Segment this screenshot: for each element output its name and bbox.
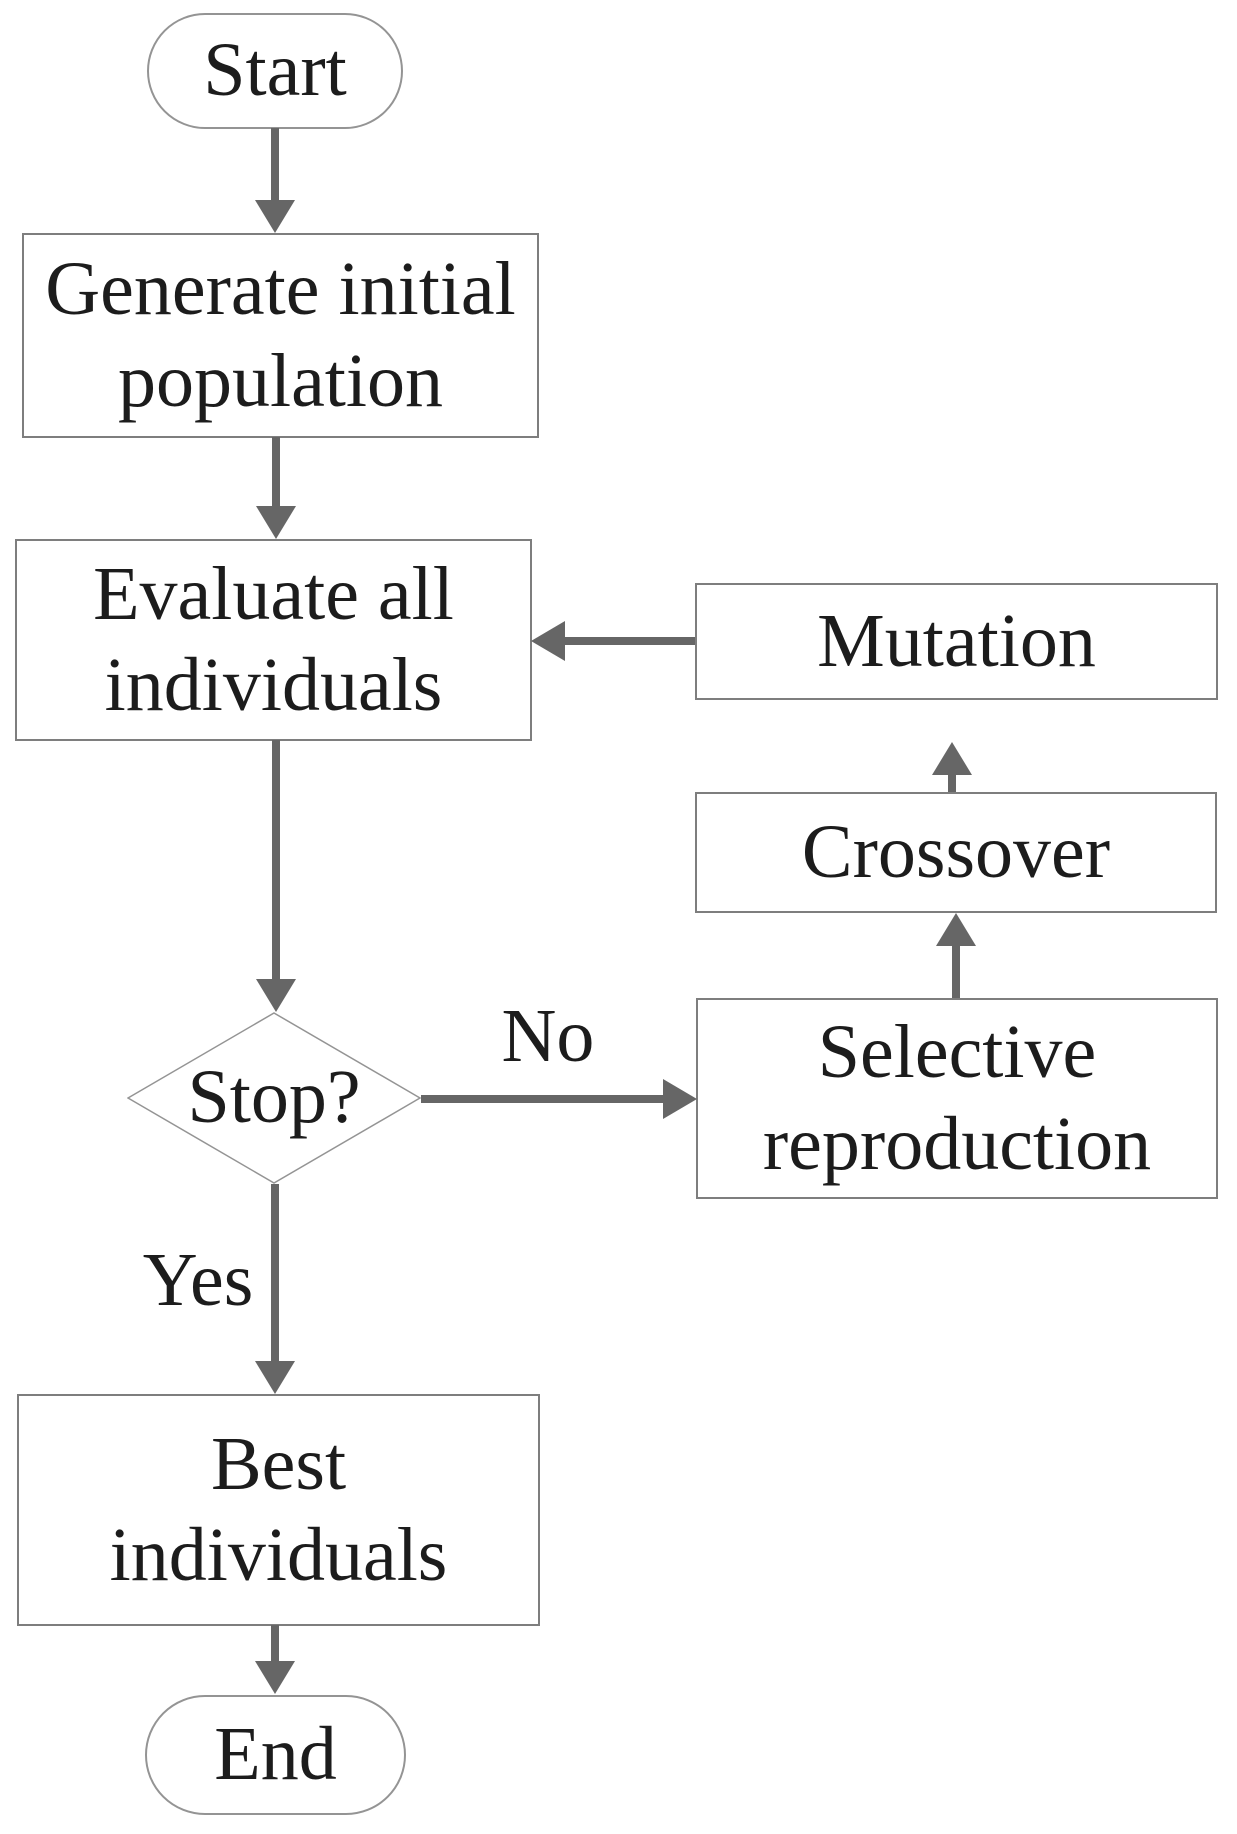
arrow-best-to-end-head xyxy=(255,1661,295,1694)
arrow-selective-to-crossover-shaft xyxy=(952,942,960,998)
node-stop-label: Stop? xyxy=(187,1055,361,1140)
edge-label-yes: Yes xyxy=(142,1238,254,1322)
node-evaluate-label-line1: Evaluate all xyxy=(93,551,454,636)
node-selective-reproduction: Selective reproduction xyxy=(696,998,1218,1199)
node-selective-label-line1: Selective xyxy=(817,1010,1097,1095)
node-start: Start xyxy=(147,13,403,129)
arrow-stop-yes-shaft xyxy=(271,1184,279,1364)
arrow-mutation-to-evaluate-head xyxy=(531,621,565,661)
arrow-crossover-to-mutation-shaft xyxy=(948,772,956,792)
arrow-selective-to-crossover-head xyxy=(936,913,976,946)
arrow-stop-yes-head xyxy=(255,1361,295,1394)
node-start-label: Start xyxy=(203,28,347,113)
node-mutation: Mutation xyxy=(695,583,1218,700)
node-best-individuals: Best individuals xyxy=(17,1394,540,1626)
arrow-generate-to-evaluate-shaft xyxy=(272,437,280,509)
edge-label-no: No xyxy=(501,994,595,1078)
node-generate-label-line1: Generate initial xyxy=(45,247,516,332)
arrow-evaluate-to-stop-shaft xyxy=(272,740,280,982)
node-end-label: End xyxy=(214,1712,337,1797)
arrow-generate-to-evaluate-head xyxy=(256,506,296,539)
node-stop-decision: Stop? xyxy=(127,1012,421,1184)
node-generate-label-line2: population xyxy=(117,338,444,423)
arrow-start-to-generate-head xyxy=(255,200,295,233)
node-best-label-line1: Best xyxy=(210,1421,347,1506)
node-evaluate-label-line2: individuals xyxy=(104,643,443,727)
node-generate-initial-population: Generate initial population xyxy=(22,233,539,438)
node-best-label-line2: individuals xyxy=(109,1513,448,1597)
arrow-stop-no-head xyxy=(663,1079,697,1119)
node-selective-label-line2: reproduction xyxy=(762,1101,1152,1186)
arrow-stop-no-shaft xyxy=(421,1095,666,1103)
node-crossover: Crossover xyxy=(695,792,1217,913)
arrow-best-to-end-shaft xyxy=(271,1625,279,1664)
arrow-mutation-to-evaluate-shaft xyxy=(563,637,695,645)
node-evaluate-all-individuals: Evaluate all individuals xyxy=(15,539,532,741)
node-crossover-label: Crossover xyxy=(801,809,1111,894)
arrow-crossover-to-mutation-head xyxy=(932,742,972,775)
node-mutation-label: Mutation xyxy=(817,598,1096,683)
arrow-evaluate-to-stop-head xyxy=(256,979,296,1012)
stop-diamond-shape xyxy=(127,1012,421,1184)
node-end: End xyxy=(145,1695,406,1815)
arrow-start-to-generate-shaft xyxy=(271,128,279,203)
